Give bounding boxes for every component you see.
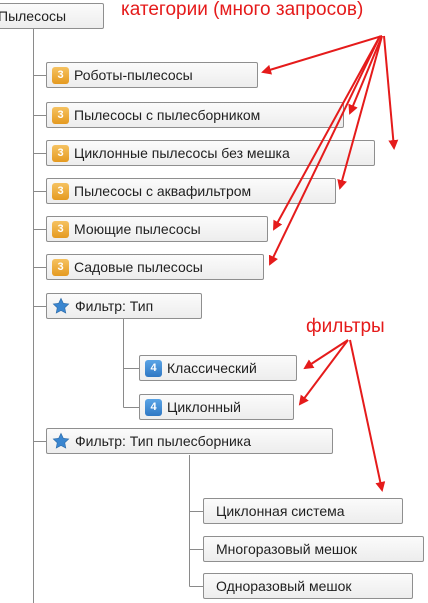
badge-icon: 3 (52, 66, 69, 84)
badge-icon: 3 (52, 144, 69, 162)
category-label: Моющие пылесосы (74, 221, 201, 237)
filter-value-node[interactable]: 4 Классический (139, 355, 297, 381)
filter-value-label: Классический (167, 360, 257, 376)
category-node[interactable]: 3 Пылесосы с пылесборником (46, 102, 344, 128)
filter-node[interactable]: Фильтр: Тип пылесборника (46, 428, 333, 454)
filter-node[interactable]: Фильтр: Тип (46, 293, 202, 319)
badge-icon: 4 (145, 359, 162, 377)
filter-value-node[interactable]: Многоразовый мешок (203, 536, 424, 562)
filter-value-label: Циклонный (167, 399, 241, 415)
category-label: Циклонные пылесосы без мешка (74, 145, 290, 161)
star-icon (52, 432, 70, 450)
category-label: Садовые пылесосы (74, 259, 203, 275)
filter-value-node[interactable]: Циклонная система (203, 498, 403, 524)
category-node[interactable]: 3 Садовые пылесосы (46, 254, 264, 280)
badge-icon: 3 (52, 106, 69, 124)
category-label: Роботы-пылесосы (74, 67, 193, 83)
categories-annotation: категории (много запросов) (121, 0, 364, 20)
filter-label: Фильтр: Тип (75, 298, 154, 314)
star-icon (52, 297, 70, 315)
category-label: Пылесосы с пылесборником (74, 107, 261, 123)
category-node[interactable]: 3 Циклонные пылесосы без мешка (46, 140, 375, 166)
filters-annotation: фильтры (306, 316, 385, 337)
badge-icon: 4 (145, 398, 162, 416)
filter-value-label: Многоразовый мешок (216, 541, 357, 557)
category-label: Пылесосы с аквафильтром (74, 183, 252, 199)
root-node[interactable]: Пылесосы (0, 3, 104, 29)
category-node[interactable]: 3 Моющие пылесосы (46, 216, 268, 242)
filter-label: Фильтр: Тип пылесборника (75, 433, 251, 449)
badge-icon: 3 (52, 182, 69, 200)
root-label: Пылесосы (0, 8, 67, 24)
filter-value-node[interactable]: 4 Циклонный (139, 394, 294, 420)
filter-value-label: Циклонная система (216, 503, 345, 519)
badge-icon: 3 (52, 220, 69, 238)
category-node[interactable]: 3 Роботы-пылесосы (46, 62, 258, 88)
filter-value-node[interactable]: Одноразовый мешок (203, 573, 413, 599)
category-node[interactable]: 3 Пылесосы с аквафильтром (46, 178, 336, 204)
badge-icon: 3 (52, 258, 69, 276)
filter-value-label: Одноразовый мешок (216, 578, 352, 594)
